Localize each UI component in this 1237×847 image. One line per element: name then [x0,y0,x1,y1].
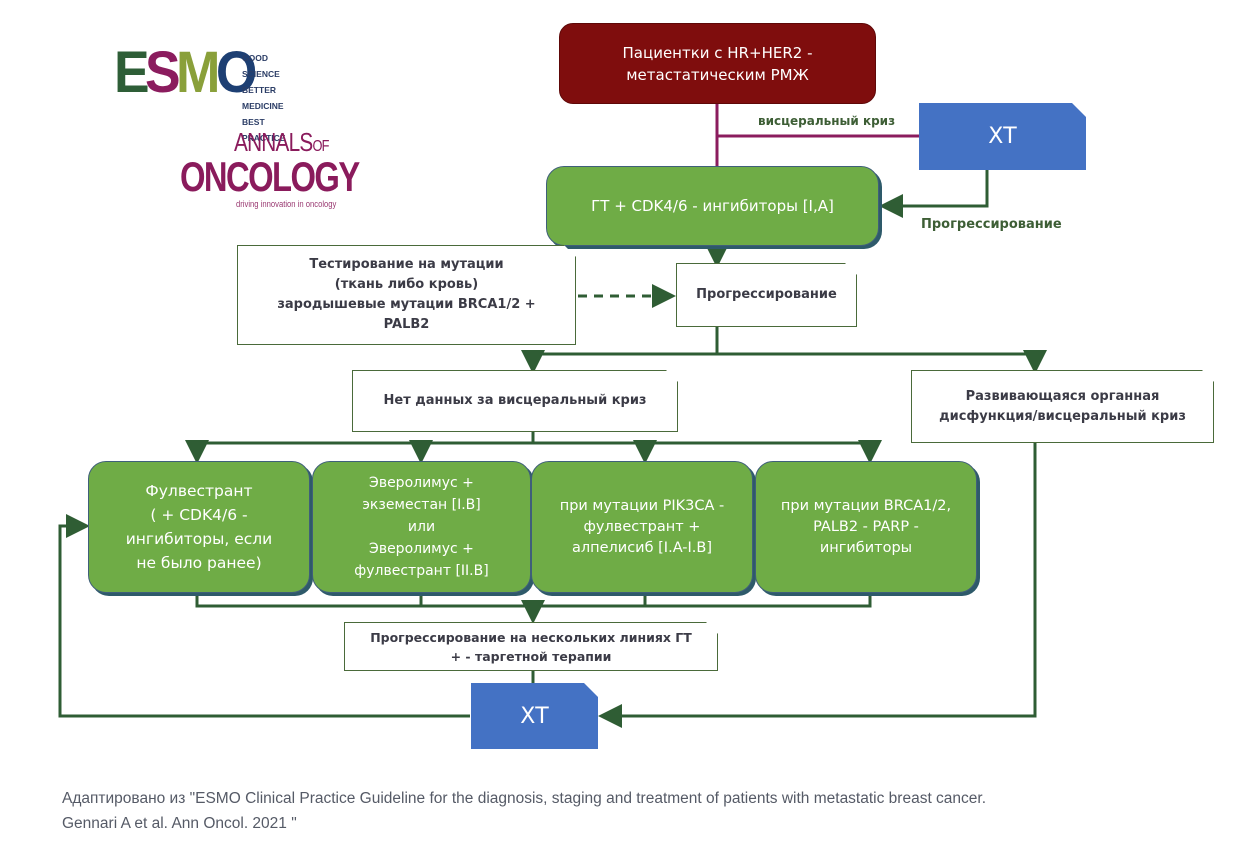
esmo-letter-e: E [114,40,150,105]
no-visceral-crisis-node: Нет данных за висцеральный криз [352,370,678,432]
option-pik3ca-node: при мутации PIK3CA - фулвестрант + алпел… [531,461,753,593]
option-fulvestrant-node: Фулвестрант ( + CDK4/6 - ингибиторы, есл… [88,461,310,593]
connector-chemo-loop-left [58,514,470,718]
first-line-node: ГТ + CDK4/6 - ингибиторы [I,A] [546,166,879,246]
esmo-letter-s: S [144,40,181,105]
option-everolimus-node: Эверолимус + экземестан [I.B] или Эверол… [312,461,531,593]
start-node: Пациентки с HR+HER2 - метастатическим РМ… [559,23,876,104]
esmo-letter-m: M [175,40,220,105]
source-footnote: Адаптировано из "ESMO Clinical Practice … [62,790,987,832]
esmo-wordmark: ESMO [114,44,257,102]
visceral-crisis-label: висцеральный криз [758,114,896,128]
progression-node: Прогрессирование [676,263,857,327]
oncology-title: ONCOLOGY [180,153,360,200]
annals-title: ANNALSOF [234,128,329,161]
annals-word: ANNALS [234,127,313,157]
mutation-testing-node: Тестирование на мутации (ткань либо кров… [237,245,576,345]
option-brca-parp-node: при мутации BRCA1/2, PALB2 - PARP - инги… [755,461,977,593]
multi-line-progression-node: Прогрессирование на нескольких линиях ГТ… [344,622,718,671]
chemo-node-bottom: ХТ [471,683,598,749]
connector-organ-to-chemo [598,443,1037,728]
organ-dysfunction-node: Развивающаяся органная дисфункция/висцер… [911,370,1214,443]
connector-options-merge [195,594,872,608]
esmo-letter-o: O [215,40,258,105]
annals-of-word: OF [312,138,329,155]
connector-split-bar [531,350,1047,374]
annals-tagline: driving innovation in oncology [236,199,337,209]
esmo-tagline: GOOD SCIENCE BETTER MEDICINE BEST PRACTI… [242,53,286,143]
chemo-node-top: ХТ [919,103,1086,170]
progression-loop-label: Прогрессирование [921,217,1062,232]
connector-chemo-progression-loop [879,170,989,218]
